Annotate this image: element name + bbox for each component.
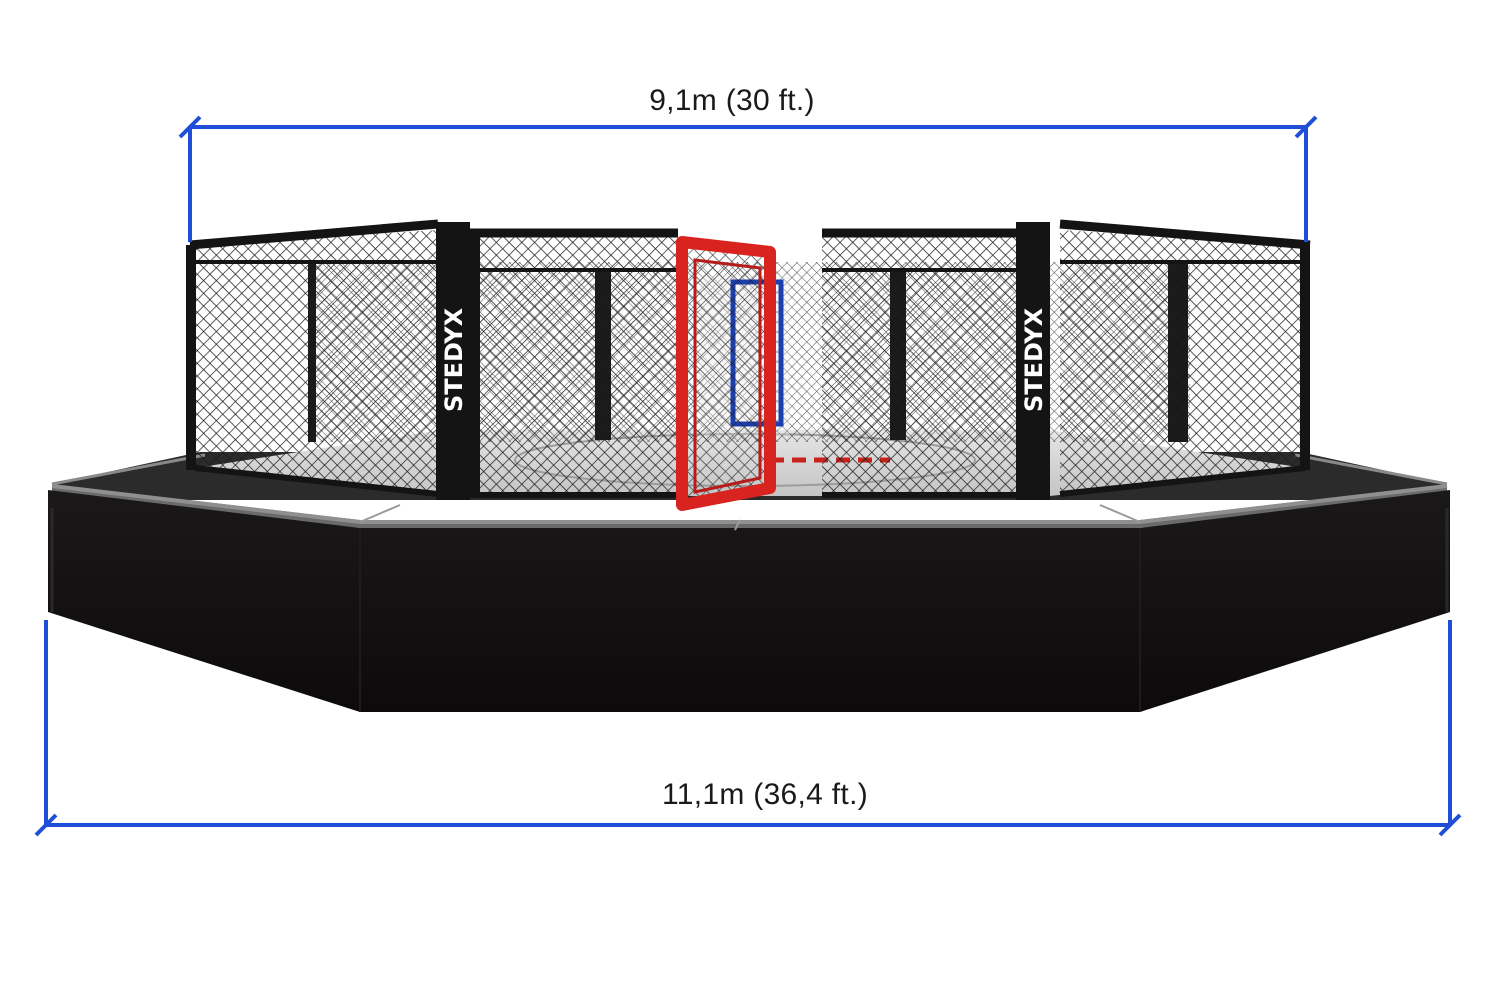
brand-logo-right: STEDYX [1020, 307, 1048, 412]
dimension-bottom [34, 620, 1462, 837]
platform-front [48, 490, 1450, 712]
platform-edge [51, 453, 1448, 486]
post-left-corner [186, 245, 196, 470]
front-door [676, 236, 776, 511]
post-right-front [1016, 222, 1050, 500]
brand-logo-left: STEDYX [440, 307, 468, 412]
post-right-corner [1300, 245, 1310, 470]
cage-front-wall: STEDYX STEDYX [186, 219, 1311, 500]
post-left-front [436, 222, 470, 500]
top-dimension-label: 9,1m (30 ft.) [649, 84, 815, 117]
dimension-top [178, 115, 1318, 242]
bottom-dimension-label: 11,1m (36,4 ft.) [662, 778, 868, 811]
